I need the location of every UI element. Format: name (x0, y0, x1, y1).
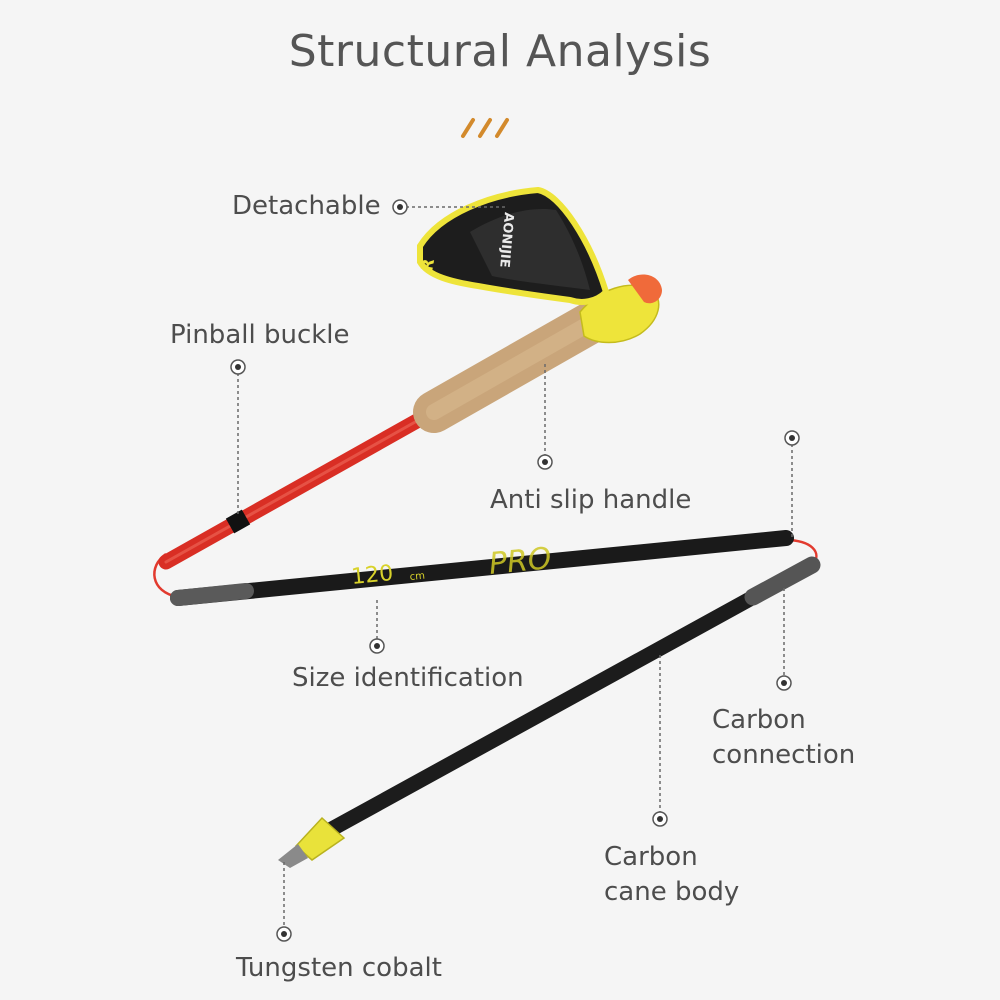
label-carbon-connection-line2: connection (712, 740, 856, 770)
carbon-middle-section: 120 cm PRO (170, 530, 794, 606)
callout-dot-tungsten-cobalt (276, 926, 292, 942)
label-carbon-cane-body-line2: cane body (604, 877, 740, 907)
strap-side-mark: R (417, 257, 438, 272)
callout-dot-anti-slip-handle (537, 454, 553, 470)
red-upper-section (158, 400, 448, 570)
callout-dot-carbon-cane-body (652, 811, 668, 827)
callout-dot-carbon-connection-top (784, 430, 800, 446)
accent-slashes (461, 118, 509, 138)
callout-dot-size-identification (369, 638, 385, 654)
pinball-buckle (225, 509, 251, 534)
series-mark: PRO (487, 541, 553, 582)
label-size-identification: Size identification (292, 663, 524, 693)
callout-dot-pinball-buckle (230, 359, 246, 375)
cork-handle (413, 301, 613, 433)
size-unit-mark: cm (409, 571, 425, 583)
label-tungsten-cobalt: Tungsten cobalt (236, 953, 442, 983)
label-anti-slip-handle: Anti slip handle (490, 485, 692, 515)
wrist-strap: AONIJIE R (417, 186, 610, 305)
label-carbon-cane-body: Carbon cane body (604, 840, 739, 910)
callout-leaders (237, 206, 793, 932)
detach-button (628, 274, 662, 304)
tip-cap (294, 816, 346, 861)
tungsten-tip (278, 844, 308, 868)
label-pinball-buckle: Pinball buckle (170, 320, 350, 350)
carbon-cane-body-section (278, 556, 821, 868)
label-detachable: Detachable (232, 191, 381, 221)
size-mark: 120 (350, 561, 394, 590)
strap-brand-mark: AONIJIE (496, 212, 516, 268)
callout-dots (230, 199, 800, 942)
label-carbon-connection: Carbon connection (712, 703, 855, 773)
label-carbon-connection-line1: Carbon (712, 705, 806, 735)
label-carbon-cane-body-line1: Carbon (604, 842, 698, 872)
page-title: Structural Analysis (288, 26, 712, 77)
callout-dot-detachable (392, 199, 408, 215)
callout-dot-carbon-connection (776, 675, 792, 691)
